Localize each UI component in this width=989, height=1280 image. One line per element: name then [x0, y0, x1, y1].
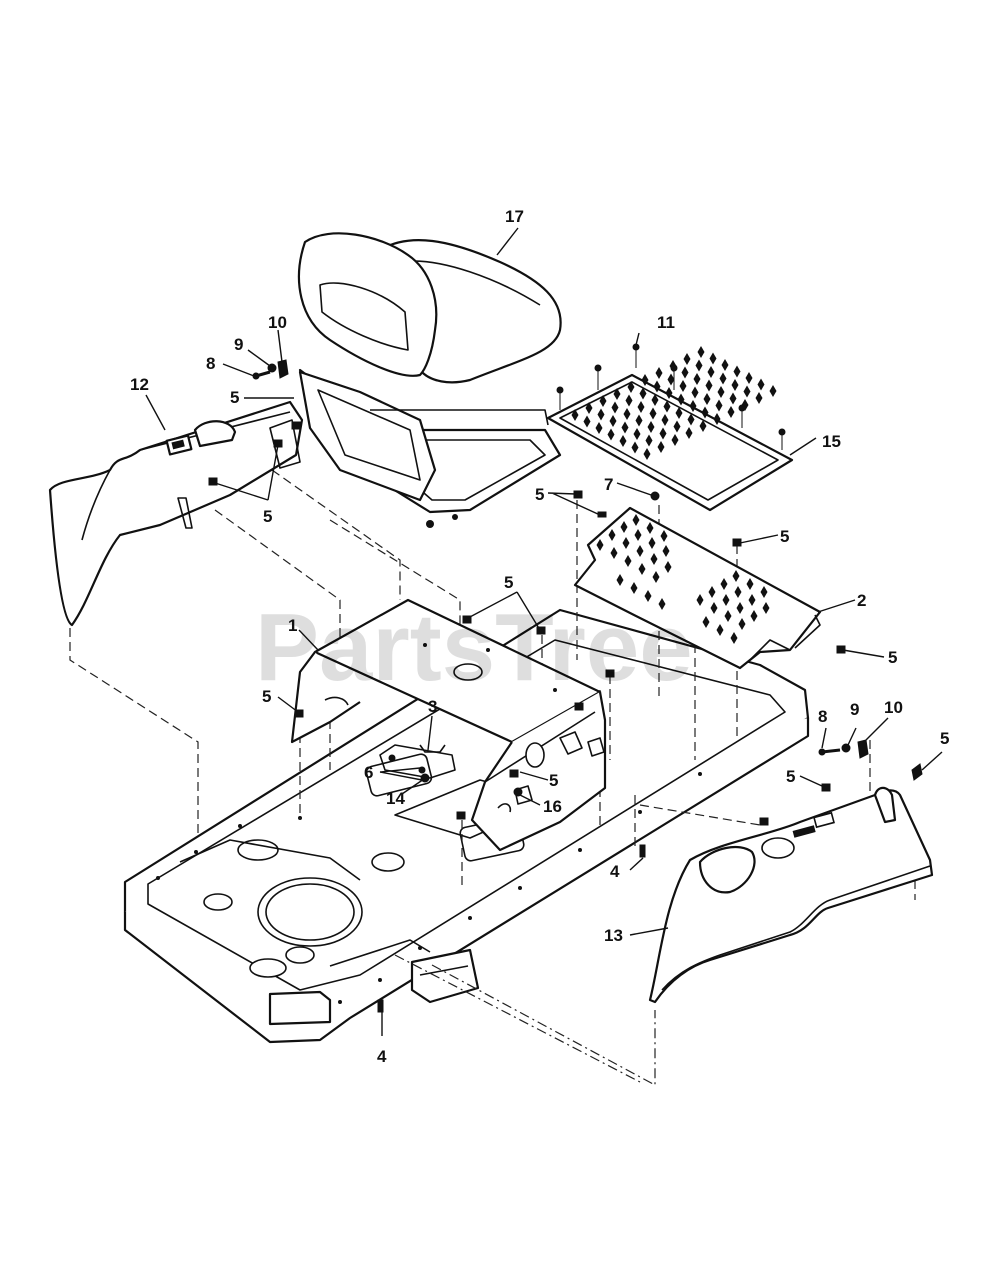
- floor-mat: [546, 373, 794, 512]
- watermark-text: PartsTree: [255, 594, 693, 701]
- callout-5-plate-center: 5: [549, 771, 558, 790]
- callout-13: 13: [604, 926, 623, 945]
- callout-5-left-fender: 5: [230, 388, 239, 407]
- callout-10-left: 10: [268, 313, 287, 332]
- callout-9-right: 9: [850, 700, 859, 719]
- callout-4-right: 4: [610, 862, 620, 881]
- callout-14: 14: [386, 789, 405, 808]
- callout-7: 7: [604, 475, 613, 494]
- callout-5-plate: 5: [504, 573, 513, 592]
- right-fender: [648, 786, 934, 1004]
- callout-17: 17: [505, 207, 524, 226]
- callout-9-left: 9: [234, 335, 243, 354]
- callout-8-right: 8: [818, 707, 827, 726]
- callout-12: 12: [130, 375, 149, 394]
- floor-mat-tread-pattern: [571, 346, 777, 460]
- seat-mount-plate: [290, 598, 607, 852]
- callout-1: 1: [288, 616, 297, 635]
- callout-15: 15: [822, 432, 841, 451]
- callout-16: 16: [543, 797, 562, 816]
- callout-5-right-fender: 5: [940, 729, 949, 748]
- callout-labels: 17 11 10 9 8 12 5 5 15 5 7 5 5 2 5 1 5 3…: [130, 207, 949, 1066]
- callout-2: 2: [857, 591, 866, 610]
- callout-5-mat: 5: [535, 485, 544, 504]
- callout-5-footrest: 5: [780, 527, 789, 546]
- callout-5-left-nuts: 5: [263, 507, 272, 526]
- callout-11: 11: [657, 313, 675, 332]
- chassis-frame: [123, 608, 810, 1044]
- callout-4-bottom: 4: [377, 1047, 387, 1066]
- callout-5-plate-left: 5: [262, 687, 271, 706]
- leader-lines: [145, 227, 943, 1036]
- callout-8-left: 8: [206, 354, 215, 373]
- callout-5-right-nut: 5: [786, 767, 795, 786]
- seat: [297, 232, 562, 502]
- footrest-plate: [573, 506, 822, 670]
- hardware-fasteners: [208, 343, 923, 1013]
- footrest-tread-pattern: [596, 514, 770, 644]
- callout-5-footrest-right: 5: [888, 648, 897, 667]
- callout-10-right: 10: [884, 698, 903, 717]
- alignment-lines: [69, 469, 916, 1087]
- callout-3: 3: [428, 697, 437, 716]
- callout-6: 6: [364, 763, 373, 782]
